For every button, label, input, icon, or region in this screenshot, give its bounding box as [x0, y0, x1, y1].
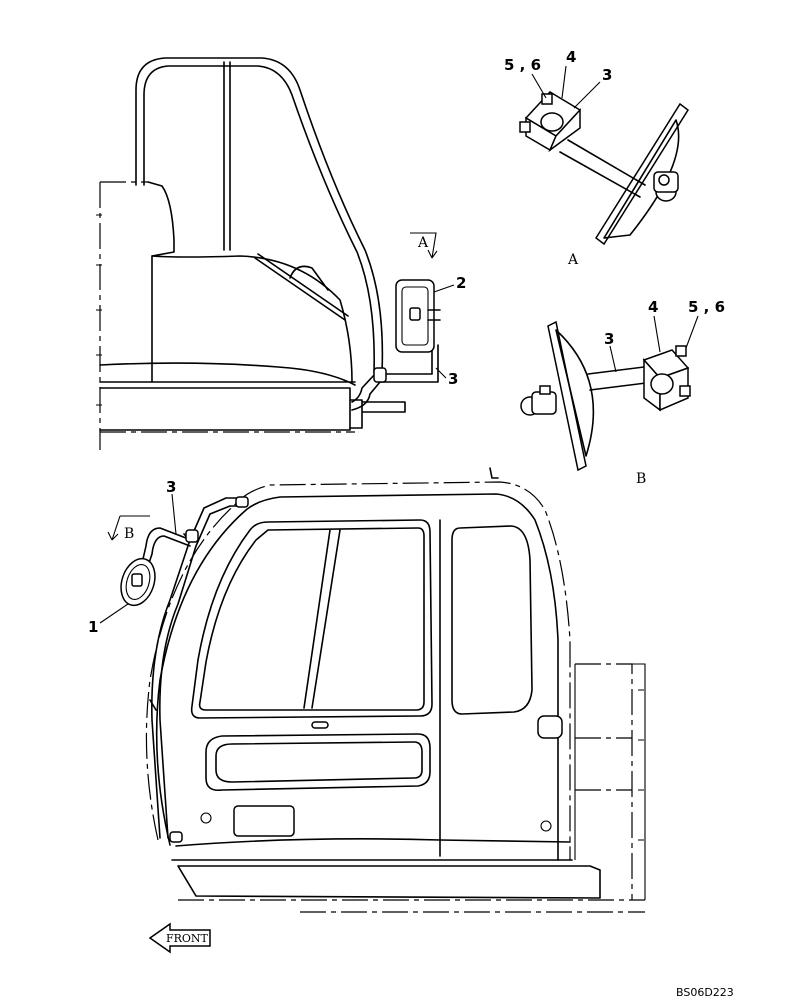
callout-part-3-front: 3 [166, 478, 176, 496]
view-a-arrow-label: A [417, 235, 429, 251]
front-label: FRONT [166, 932, 209, 945]
detail-view-b [520, 320, 691, 472]
detail-view-a [519, 91, 690, 246]
front-view-cab [139, 467, 646, 913]
drawing-code: BS06D223 [676, 986, 734, 999]
callout-part-5-6-view-a: 5 , 6 [504, 56, 541, 74]
callout-part-3-view-a: 3 [602, 66, 612, 84]
callout-part-4-view-a: 4 [566, 48, 576, 66]
front-direction-arrow: FRONT [148, 922, 211, 954]
callout-part-5-6-view-b: 5 , 6 [688, 298, 725, 316]
callout-part-4-view-b: 4 [648, 298, 658, 316]
callout-part-3-view-b: 3 [604, 330, 614, 348]
side-mirror-part-2 [395, 279, 441, 353]
part-callouts: 4 5 , 6 3 A 2 3 4 5 , 6 3 B 3 1 [88, 48, 725, 636]
detail-a-label: A [567, 252, 579, 268]
view-b-arrow: B [107, 515, 150, 542]
callout-part-3-side: 3 [448, 370, 458, 388]
side-view-cab [96, 57, 439, 450]
callout-part-1: 1 [88, 618, 98, 636]
detail-b-label: B [636, 471, 646, 487]
round-mirror-part-1 [120, 557, 156, 607]
view-b-arrow-label: B [124, 526, 134, 542]
callout-part-2: 2 [456, 274, 466, 292]
leader-lines [99, 65, 699, 624]
view-a-arrow: A [410, 232, 438, 259]
